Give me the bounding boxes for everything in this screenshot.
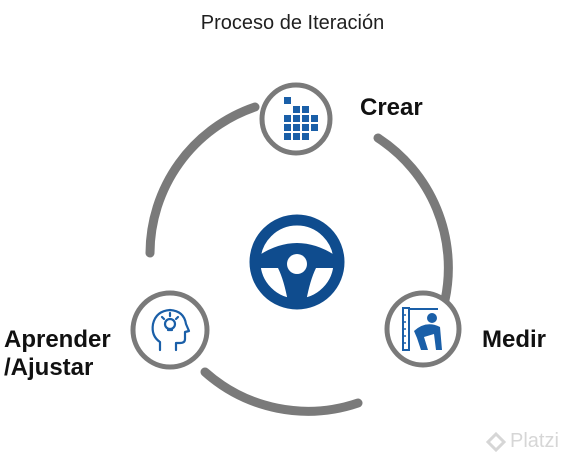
measuring-person-icon bbox=[402, 307, 442, 351]
watermark-text: Platzi bbox=[510, 430, 559, 452]
label-aprender-line1: Aprender bbox=[4, 326, 111, 353]
node-crear bbox=[259, 82, 333, 156]
label-crear: Crear bbox=[360, 94, 423, 121]
label-aprender-ajustar: Aprender /Ajustar bbox=[4, 326, 111, 381]
blocks-grid-icon bbox=[284, 97, 318, 140]
cycle-ring bbox=[145, 102, 453, 416]
label-medir: Medir bbox=[482, 326, 547, 353]
arc-crear-to-medir bbox=[373, 133, 453, 305]
head-lightbulb-icon bbox=[151, 308, 191, 352]
node-medir bbox=[384, 290, 462, 368]
platzi-watermark: Platzi bbox=[486, 430, 559, 453]
diagram-title: Proceso de Iteración bbox=[200, 12, 385, 34]
arc-aprender-to-crear bbox=[145, 102, 260, 258]
steering-wheel-icon bbox=[249, 214, 345, 310]
platzi-logo-icon bbox=[486, 431, 506, 452]
arc-medir-to-aprender bbox=[200, 367, 363, 416]
label-aprender-line2: /Ajustar bbox=[4, 353, 94, 381]
node-aprender bbox=[130, 290, 210, 370]
